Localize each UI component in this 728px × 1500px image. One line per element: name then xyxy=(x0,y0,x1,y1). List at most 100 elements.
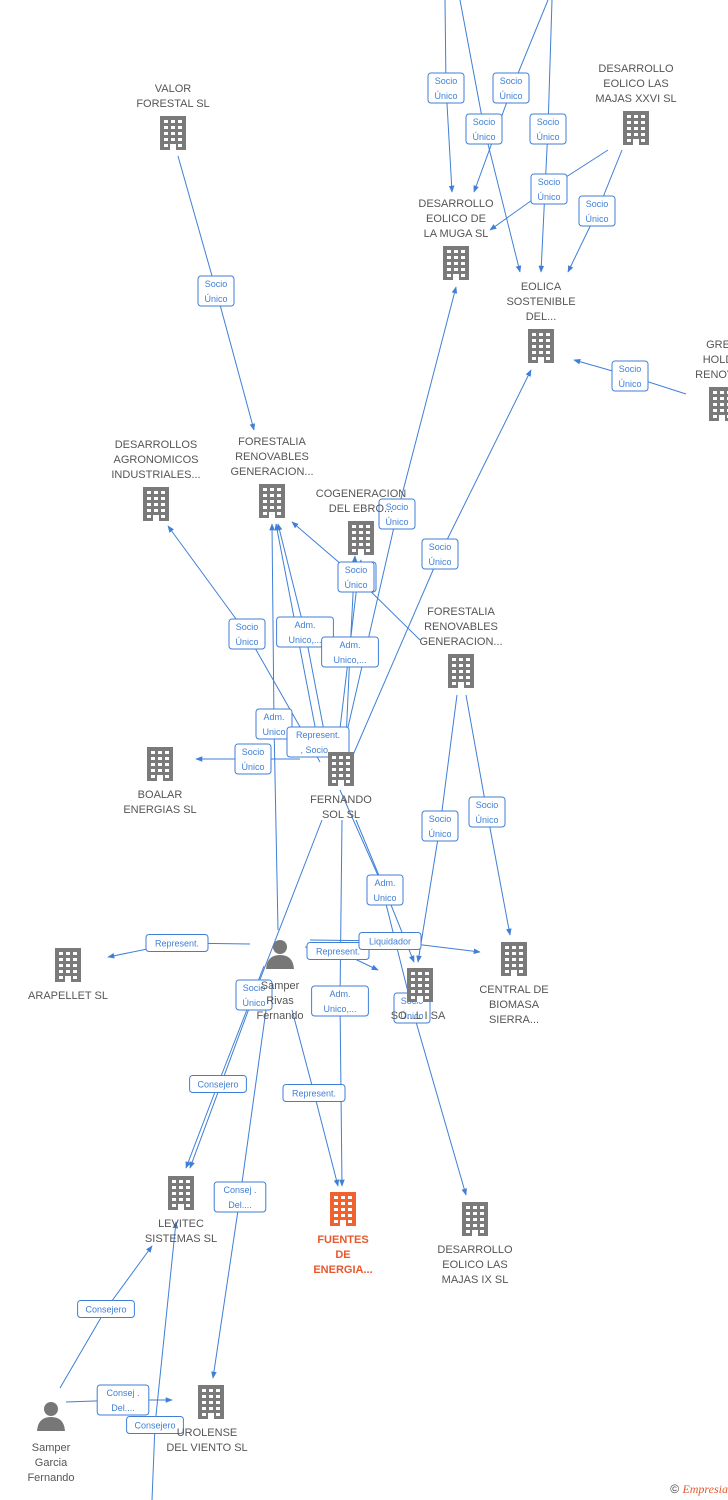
edge-label-text: Único xyxy=(475,815,498,825)
edge-label-text: Socio xyxy=(205,279,228,289)
edge-label-text: Unico xyxy=(262,727,285,737)
edge-label-box xyxy=(126,1416,184,1434)
node-arapellet[interactable]: ARAPELLET SL xyxy=(28,948,108,1002)
node-forestalia-2[interactable]: FORESTALIARENOVABLESGENERACION... xyxy=(419,606,503,688)
edge-label[interactable]: Adm.Unico xyxy=(255,708,293,740)
node-eolica-sostenible[interactable]: EOLICASOSTENIBLEDEL... xyxy=(506,281,576,363)
node-label: ENERGIAS SL xyxy=(123,804,196,816)
building-icon xyxy=(448,654,474,688)
node-label: CENTRAL DE xyxy=(479,984,548,996)
edge-label[interactable]: Consejero xyxy=(189,1075,247,1093)
node-label: EOLICO LAS xyxy=(442,1259,507,1271)
edge-label-box xyxy=(358,932,422,950)
person-icon xyxy=(37,1402,65,1431)
node-label: Rivas xyxy=(266,995,294,1007)
node-fuentes-energia[interactable]: FUENTESDEENERGIA... xyxy=(313,1192,373,1276)
node-label: Fernando xyxy=(256,1010,303,1022)
node-label: HOLD xyxy=(703,354,728,366)
edge-label-box xyxy=(306,942,370,960)
edge-label-box xyxy=(465,113,503,145)
building-icon xyxy=(328,752,354,786)
node-label: EOLICO LAS xyxy=(603,78,668,90)
node-label: GENERACION... xyxy=(230,466,313,478)
edge-label-box xyxy=(378,498,416,530)
node-label: MAJAS XXVI SL xyxy=(595,93,676,105)
node-des-agronomicos[interactable]: DESARROLLOSAGRONOMICOSINDUSTRIALES... xyxy=(111,439,201,521)
node-forestalia-1[interactable]: FORESTALIARENOVABLESGENERACION... xyxy=(230,436,314,518)
edge-label[interactable]: Liquidador xyxy=(358,932,422,950)
node-label: BIOMASA xyxy=(489,999,540,1011)
edge-label[interactable]: Represent. xyxy=(282,1084,346,1102)
edge-label[interactable]: Adm.Unico xyxy=(366,874,404,906)
node-label: DESARROLLO xyxy=(418,198,494,210)
edge-label-text: Socio xyxy=(586,199,609,209)
edge-label[interactable]: Consejero xyxy=(77,1300,135,1318)
node-label: SO...L I SA xyxy=(391,1010,446,1022)
edge-label-text: Único xyxy=(472,132,495,142)
edge-label-text: Adm. xyxy=(339,640,360,650)
node-label: LEVITEC xyxy=(158,1218,204,1230)
building-icon xyxy=(528,329,554,363)
edge-label-text: Socio xyxy=(243,983,266,993)
node-so-sa[interactable]: SO...L I SA xyxy=(391,968,446,1022)
node-label: Samper xyxy=(32,1442,71,1454)
edge-label-text: Socio xyxy=(473,117,496,127)
edge-label[interactable]: Adm.Unico,... xyxy=(311,985,369,1017)
building-icon xyxy=(55,948,81,982)
edge-label-text: Único xyxy=(204,294,227,304)
edge-label-box xyxy=(427,72,465,104)
node-central-biomasa[interactable]: CENTRAL DEBIOMASASIERRA... xyxy=(479,942,549,1026)
node-gre-holding[interactable]: GREHOLDRENOVA xyxy=(695,339,728,421)
edge-label-text: Único xyxy=(242,998,265,1008)
edge-label-text: Único xyxy=(585,214,608,224)
copyright-footer[interactable]: © Empresia xyxy=(670,1482,728,1497)
edge-label[interactable]: Represent. xyxy=(145,934,209,952)
node-label: EOLICO DE xyxy=(426,213,486,225)
edge-label-box xyxy=(276,616,334,648)
edge-label[interactable]: Consej .Del.... xyxy=(96,1384,150,1416)
edge-label[interactable]: Adm.Unico,... xyxy=(321,636,379,668)
edge-label-text: Adm. xyxy=(374,878,395,888)
edge-label-text: Socio xyxy=(429,542,452,552)
node-label: GENERACION... xyxy=(419,636,502,648)
edge-label[interactable]: Represent. xyxy=(306,942,370,960)
edge-label-text: Único xyxy=(537,192,560,202)
edge-label-text: Consej . xyxy=(106,1388,139,1398)
edge-label[interactable]: Consej .Del.... xyxy=(213,1181,267,1213)
edge-label[interactable]: Adm.Unico,... xyxy=(276,616,334,648)
edge-label[interactable]: Consejero xyxy=(126,1416,184,1434)
edge-label[interactable]: Represent., Socio... xyxy=(286,726,350,758)
edge-label-text: Único xyxy=(428,829,451,839)
building-icon xyxy=(168,1176,194,1210)
node-label: ENERGIA... xyxy=(313,1264,372,1276)
node-label: FORESTALIA xyxy=(427,606,495,618)
edge-label-text: Adm. xyxy=(329,989,350,999)
